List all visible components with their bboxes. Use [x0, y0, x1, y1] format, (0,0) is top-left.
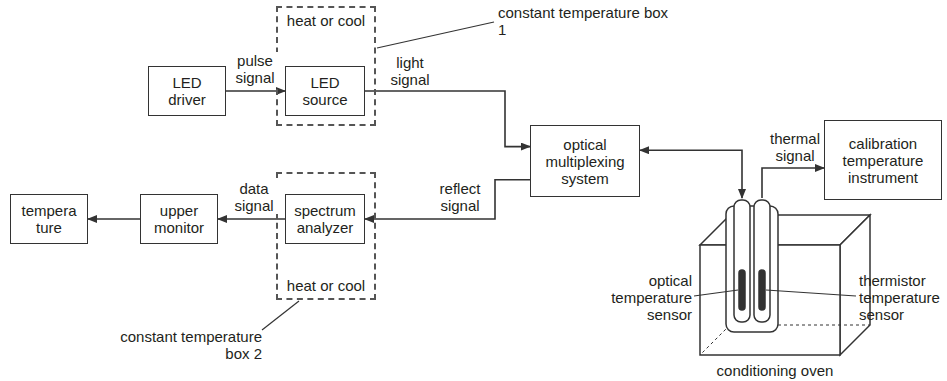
signal-label: light signal — [384, 54, 436, 88]
callout-label: constant temperature box 2 — [110, 328, 262, 362]
callout-label: constant temperature box 1 — [498, 4, 678, 38]
oven-drawing — [700, 200, 870, 355]
signal-label: data signal — [228, 180, 280, 214]
process-box: upper monitor — [140, 194, 218, 244]
node-text: LED source — [290, 74, 360, 108]
process-box: spectrum analyzer — [285, 194, 365, 244]
connector-arrow — [365, 91, 530, 147]
constant-temperature-box: heat or cool spectrum analyzer — [276, 172, 376, 300]
process-box: calibration temperature instrument — [824, 120, 942, 200]
node-text: spectrum analyzer — [290, 202, 360, 236]
connector-arrow — [88, 218, 140, 220]
connector-arrow — [218, 218, 285, 220]
node-text: tempera ture — [15, 202, 83, 236]
process-box: LED driver — [148, 66, 226, 116]
process-box: optical multiplexing system — [530, 125, 640, 197]
node-text: heat or cool — [278, 12, 374, 29]
connector-arrow — [762, 168, 824, 198]
node-text: calibration temperature instrument — [829, 135, 937, 186]
node-text: LED driver — [153, 74, 221, 108]
node-text: upper monitor — [145, 202, 213, 236]
node-text: heat or cool — [278, 277, 374, 294]
node-text: conditioning oven — [717, 362, 834, 379]
process-box: LED source — [285, 66, 365, 116]
signal-label: thermal signal — [767, 130, 823, 164]
leader-lines — [262, 22, 856, 330]
signal-label: pulse signal — [229, 52, 281, 86]
sensor-label: optical temperature sensor — [588, 272, 692, 323]
process-box: tempera ture — [10, 194, 88, 244]
connector-arrow — [365, 180, 530, 219]
connector-arrow — [640, 150, 742, 198]
signal-label: reflect signal — [432, 180, 488, 214]
constant-temperature-box: heat or coolLED source — [276, 6, 376, 126]
node-text: optical multiplexing system — [535, 136, 635, 187]
conditioning-oven: conditioning oven — [700, 198, 850, 381]
sensor-label: thermistor temperature sensor — [859, 272, 945, 323]
